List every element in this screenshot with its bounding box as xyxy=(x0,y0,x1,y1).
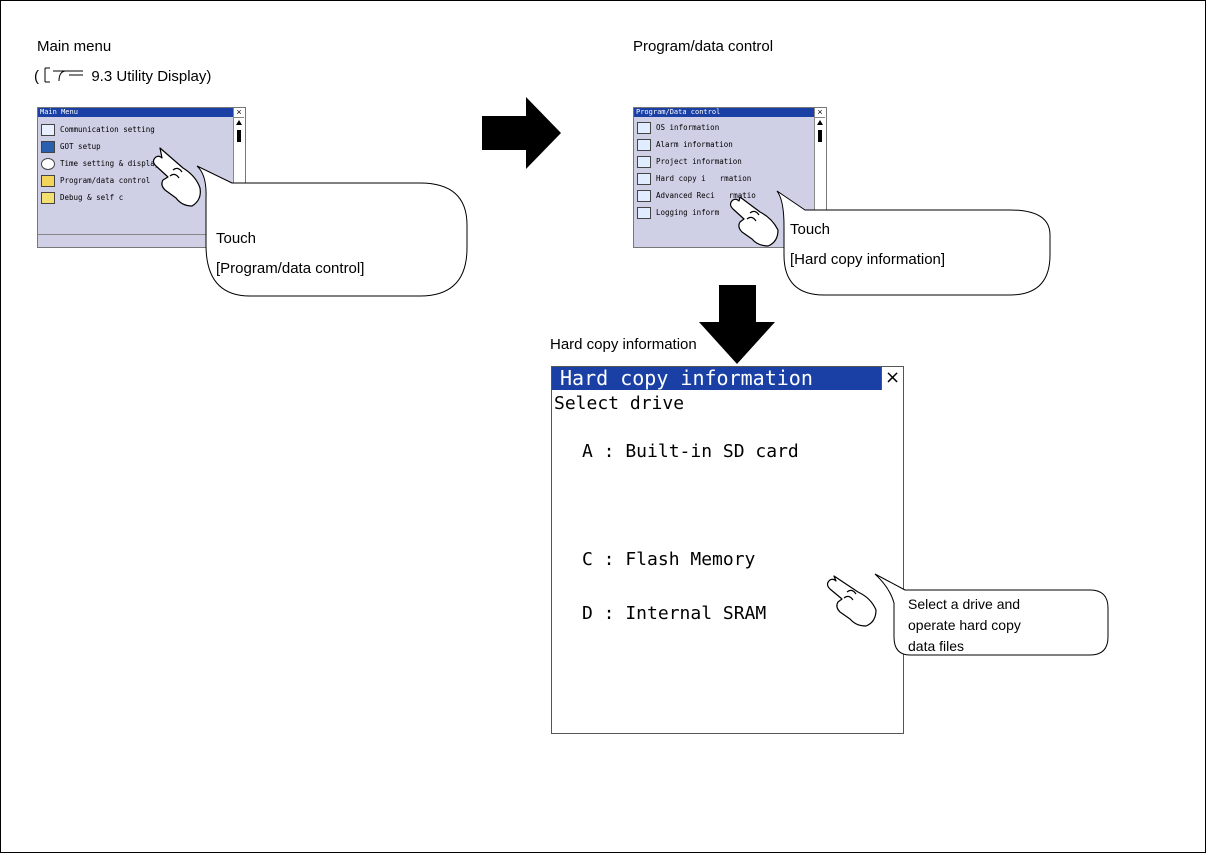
hard-copy-info-icon xyxy=(637,172,651,185)
callout-1-text: Touch [Program/data control] xyxy=(216,226,364,282)
callout-2-target-label: [Hard copy information] xyxy=(790,251,946,268)
program-data-scrollbar[interactable]: × xyxy=(814,108,826,235)
menu-item-program-data-control[interactable]: Program/data control xyxy=(41,173,150,188)
logging-info-icon xyxy=(637,206,651,219)
menu-item-project-information[interactable]: Project information xyxy=(637,154,742,169)
callout-bubble-2 xyxy=(776,190,1051,296)
main-menu-caption: Main menu xyxy=(37,38,112,55)
hard-copy-caption: Hard copy information xyxy=(550,336,697,353)
debug-icon xyxy=(41,191,55,204)
callout-2-touch-label: Touch xyxy=(790,221,831,238)
callout-bubble-1 xyxy=(196,165,468,297)
main-menu-title-bar: Main Menu xyxy=(38,108,234,117)
drive-d-button[interactable]: D : Internal SRAM xyxy=(582,603,767,624)
os-info-icon xyxy=(637,121,651,134)
folder-icon xyxy=(41,174,55,187)
menu-item-hard-copy-information[interactable]: Hard copy i rmation xyxy=(637,171,751,186)
hard-copy-screen: Hard copy information × Select drive A :… xyxy=(551,366,904,734)
hard-copy-title-bar: Hard copy information xyxy=(552,367,882,390)
down-arrow-icon xyxy=(699,285,775,364)
menu-item-debug-self-check[interactable]: Debug & self c xyxy=(41,190,123,205)
alarm-info-icon xyxy=(637,138,651,151)
callout-3-line-3: data files xyxy=(908,638,965,654)
callout-1-target-label: [Program/data control] xyxy=(216,260,365,277)
callout-bubble-3 xyxy=(874,573,1109,656)
drive-a-button[interactable]: A : Built-in SD card xyxy=(582,441,799,462)
scroll-thumb-icon[interactable] xyxy=(818,130,822,142)
advanced-recipe-icon xyxy=(637,189,651,202)
scroll-top-icon[interactable] xyxy=(236,120,242,125)
close-button[interactable]: × xyxy=(881,367,903,390)
right-arrow-icon xyxy=(482,97,561,169)
pointing-hand-icon-2 xyxy=(729,196,779,247)
reference-text: 9.3 Utility Display) xyxy=(91,68,212,85)
callout-3-line-1: Select a drive and xyxy=(908,596,1021,612)
callout-3-text: Select a drive and operate hard copy dat… xyxy=(908,594,1021,657)
select-drive-prompt: Select drive xyxy=(554,393,685,414)
main-menu-reference: ( 9.3 Utility Display) xyxy=(34,66,211,85)
got-setup-icon xyxy=(41,140,55,153)
program-data-caption: Program/data control xyxy=(633,38,774,55)
close-icon[interactable]: × xyxy=(815,108,825,118)
close-icon[interactable]: × xyxy=(234,108,244,118)
reference-open-paren: ( xyxy=(34,68,39,85)
menu-item-got-setup[interactable]: GOT setup xyxy=(41,139,101,154)
callout-3-line-2: operate hard copy xyxy=(908,617,1021,633)
menu-item-os-information[interactable]: OS information xyxy=(637,120,719,135)
scroll-thumb-icon[interactable] xyxy=(237,130,241,142)
main-menu-footer xyxy=(38,234,245,247)
program-data-screen: Program/Data control × OS information Al… xyxy=(633,107,827,248)
program-data-title-bar: Program/Data control xyxy=(634,108,815,117)
pointing-hand-icon-3 xyxy=(826,575,877,627)
communication-icon xyxy=(41,123,55,136)
menu-item-logging-information[interactable]: Logging inform xyxy=(637,205,719,220)
callout-2-text: Touch [Hard copy information] xyxy=(790,217,945,273)
menu-item-communication-setting[interactable]: Communication setting xyxy=(41,122,155,137)
clock-icon xyxy=(41,157,55,170)
menu-item-time-setting[interactable]: Time setting & display xyxy=(41,156,159,171)
scroll-top-icon[interactable] xyxy=(817,120,823,125)
menu-item-advanced-recipe[interactable]: Advanced Reci rmatio xyxy=(637,188,756,203)
menu-item-alarm-information[interactable]: Alarm information xyxy=(637,137,733,152)
callout-1-touch-label: Touch xyxy=(216,230,257,247)
project-info-icon xyxy=(637,155,651,168)
drive-c-button[interactable]: C : Flash Memory xyxy=(582,549,756,570)
reference-hand-icon xyxy=(44,67,84,83)
pointing-hand-icon-1 xyxy=(152,147,201,207)
